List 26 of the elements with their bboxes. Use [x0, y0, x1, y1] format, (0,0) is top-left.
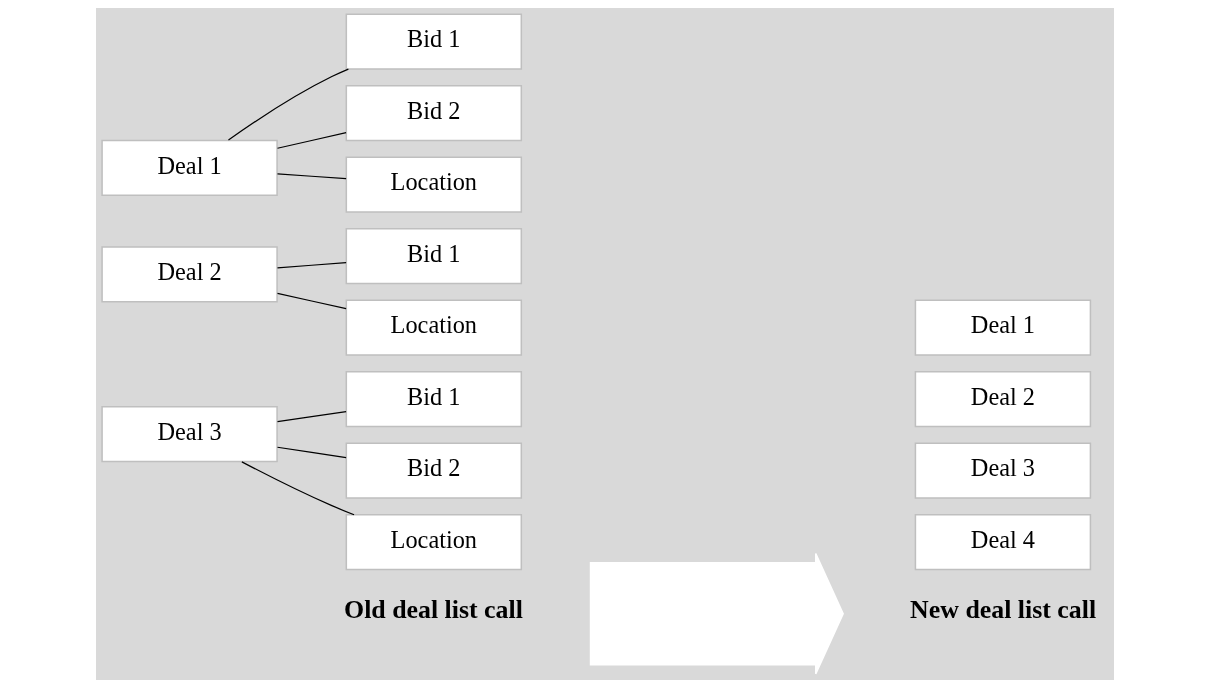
- node-box: Deal 3: [101, 406, 278, 463]
- connector: [276, 262, 347, 269]
- node-box: Location: [345, 514, 523, 571]
- node-box: Bid 1: [345, 371, 523, 428]
- node-box: Bid 2: [345, 442, 523, 499]
- node-box: Deal 4: [914, 514, 1092, 571]
- node-box: Deal 2: [914, 371, 1092, 428]
- label: New deal list call: [910, 595, 1097, 625]
- connector: [276, 446, 347, 459]
- node-box: Bid 1: [345, 13, 523, 70]
- node-box: Bid 2: [345, 84, 523, 142]
- connector: [227, 68, 349, 141]
- connector: [276, 292, 347, 310]
- label: Old deal list call: [344, 595, 523, 625]
- connector: [241, 461, 355, 516]
- node-box: Deal 2: [101, 246, 278, 303]
- connector: [276, 411, 347, 423]
- node-box: Deal 1: [914, 299, 1092, 356]
- connector: [276, 132, 347, 149]
- node-box: Deal 3: [914, 442, 1092, 499]
- node-box: Bid 1: [345, 227, 523, 285]
- node-box: Deal 1: [101, 139, 278, 196]
- connector: [276, 173, 347, 180]
- node-arrow: [589, 552, 844, 675]
- node-box: Location: [345, 156, 523, 213]
- node-box: Location: [345, 299, 523, 356]
